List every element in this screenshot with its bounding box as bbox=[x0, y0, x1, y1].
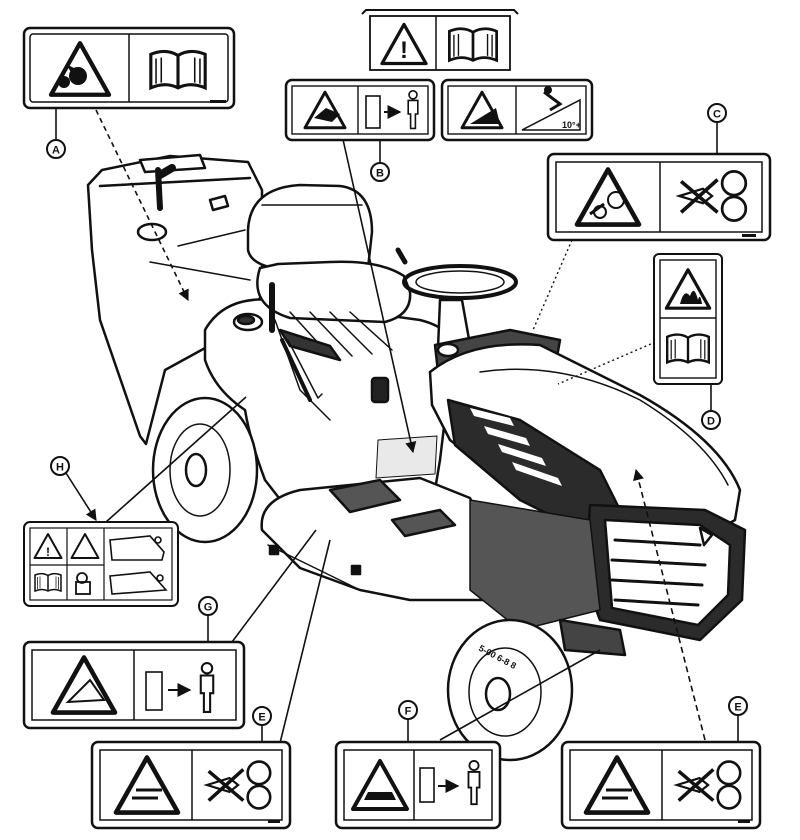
decal-a bbox=[22, 26, 236, 110]
callout-g: G bbox=[198, 596, 218, 642]
svg-text:A: A bbox=[52, 145, 60, 157]
svg-text:G: G bbox=[204, 602, 213, 614]
svg-text:B: B bbox=[376, 168, 384, 180]
decal-e-left bbox=[90, 740, 292, 830]
callout-d: D bbox=[701, 384, 721, 430]
svg-text:!: ! bbox=[400, 37, 408, 64]
slope-angle-label: 10°+ bbox=[562, 120, 581, 130]
decal-b: 10°+ bbox=[284, 78, 594, 142]
decal-f bbox=[334, 740, 502, 830]
lock-key-icon bbox=[75, 572, 91, 595]
callout-e-right: E bbox=[728, 696, 748, 742]
svg-text:C: C bbox=[713, 109, 721, 121]
leader-d bbox=[557, 339, 661, 385]
svg-text:D: D bbox=[707, 416, 715, 428]
svg-text:!: ! bbox=[46, 545, 50, 559]
leader-a bbox=[95, 109, 189, 302]
keep-distance-icon bbox=[365, 90, 419, 130]
decal-g bbox=[22, 640, 246, 730]
hand-entanglement-icon bbox=[589, 191, 625, 219]
leader-h bbox=[105, 396, 247, 523]
keep-distance-icon bbox=[145, 662, 215, 714]
open-manual-icon bbox=[447, 27, 499, 62]
callout-b: B bbox=[370, 140, 390, 182]
open-manual-icon bbox=[34, 572, 62, 592]
decal-d bbox=[653, 253, 723, 385]
open-manual-icon bbox=[149, 49, 207, 90]
svg-text:F: F bbox=[405, 706, 412, 718]
svg-text:H: H bbox=[56, 462, 64, 474]
slope-angle-icon bbox=[521, 86, 581, 131]
leader-c bbox=[532, 239, 573, 331]
callout-c: C bbox=[707, 103, 727, 154]
callout-e-left: E bbox=[252, 706, 272, 742]
svg-text:E: E bbox=[734, 702, 741, 714]
leader-lines bbox=[95, 109, 706, 744]
leader-e1 bbox=[279, 539, 331, 744]
decal-c bbox=[546, 152, 772, 242]
decal-h: ! bbox=[23, 521, 179, 607]
leader-e2 bbox=[633, 468, 706, 741]
hand-entanglement-icon bbox=[58, 64, 87, 88]
callout-a: A bbox=[46, 108, 66, 159]
leader-g bbox=[231, 529, 317, 643]
keep-distance-icon bbox=[419, 760, 481, 806]
open-manual-icon bbox=[665, 333, 711, 364]
leader-f bbox=[439, 649, 601, 741]
svg-text:E: E bbox=[258, 712, 265, 724]
callout-f: F bbox=[398, 700, 418, 742]
bag-attach-icon bbox=[109, 535, 168, 595]
decal-e-right bbox=[560, 740, 762, 830]
callout-h: H bbox=[50, 456, 97, 521]
leader-b bbox=[341, 134, 417, 454]
decal-top-center: ! bbox=[361, 9, 519, 71]
